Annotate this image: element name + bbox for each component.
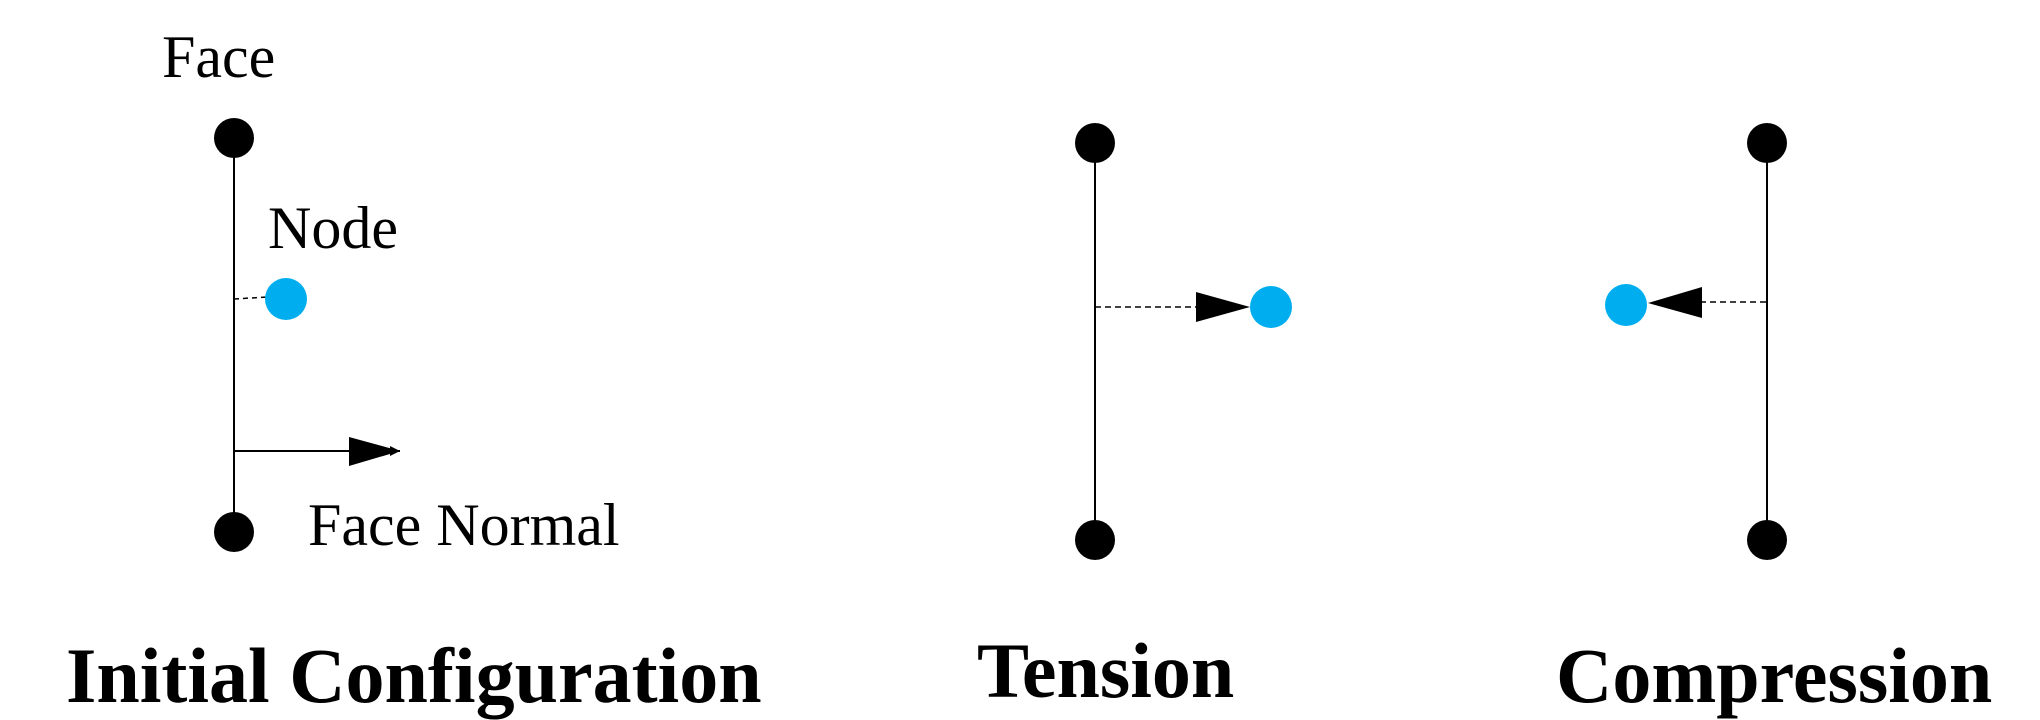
caption-compression: Compression bbox=[1556, 632, 1992, 719]
contact-node bbox=[1250, 286, 1292, 328]
caption-initial-configuration: Initial Configuration bbox=[66, 632, 762, 719]
node-distance-dashed-line bbox=[233, 296, 269, 300]
panel-compression: Compression bbox=[1556, 123, 1992, 719]
panel-initial-configuration: Face Node Face Normal Initial Configurat… bbox=[66, 24, 762, 719]
contact-node bbox=[1605, 284, 1647, 326]
face-bottom-vertex bbox=[1747, 520, 1787, 560]
face-top-vertex bbox=[214, 118, 254, 158]
face-normal-label: Face Normal bbox=[308, 492, 620, 558]
face-normal-arrowhead bbox=[349, 437, 400, 466]
tension-arrowhead bbox=[1196, 292, 1250, 322]
contact-node bbox=[265, 278, 307, 320]
face-label: Face bbox=[162, 24, 275, 90]
caption-tension: Tension bbox=[977, 627, 1234, 714]
panel-tension: Tension bbox=[977, 123, 1292, 714]
face-bottom-vertex bbox=[214, 512, 254, 552]
face-top-vertex bbox=[1747, 123, 1787, 163]
face-bottom-vertex bbox=[1075, 520, 1115, 560]
compression-arrowhead bbox=[1648, 287, 1702, 318]
node-label: Node bbox=[268, 195, 398, 261]
face-top-vertex bbox=[1075, 123, 1115, 163]
